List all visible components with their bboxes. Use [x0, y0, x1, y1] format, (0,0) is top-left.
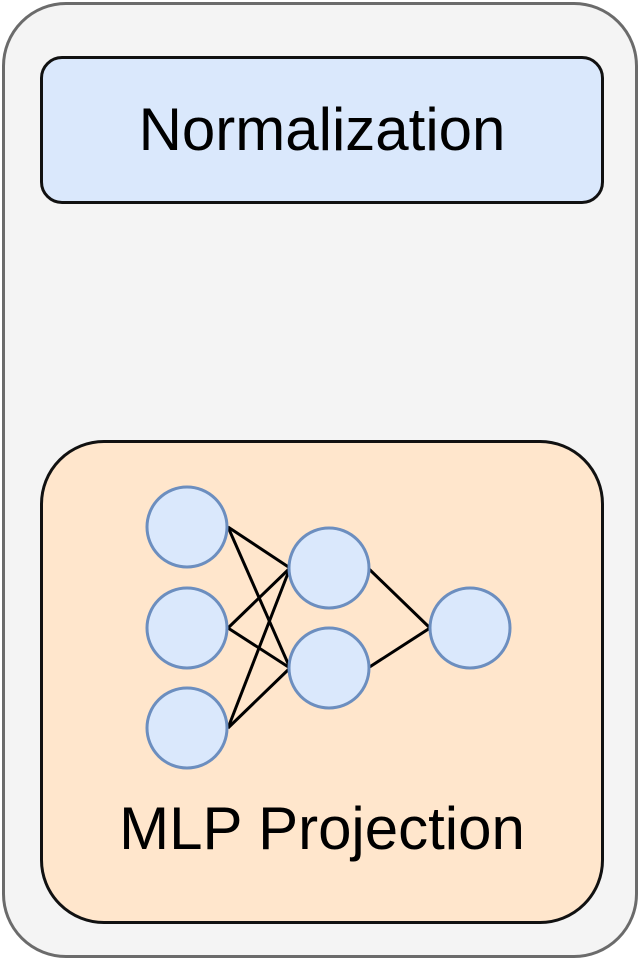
- mlp-projection-block: MLP Projection: [40, 440, 604, 924]
- normalization-block: Normalization: [40, 56, 604, 204]
- normalization-label: Normalization: [138, 96, 506, 163]
- mlp-projection-label: MLP Projection: [119, 795, 525, 862]
